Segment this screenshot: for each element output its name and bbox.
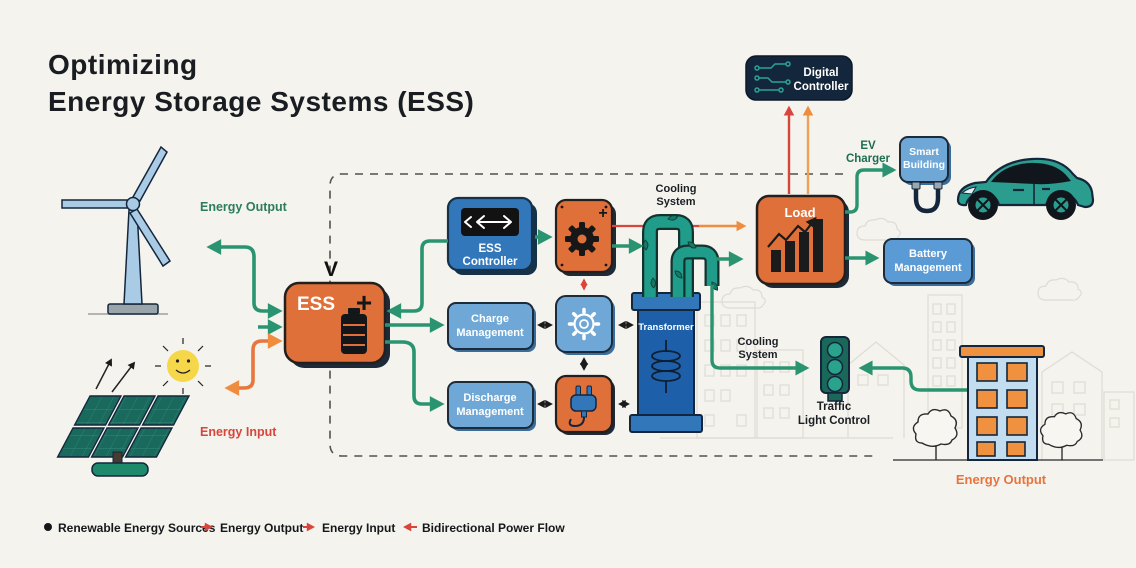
- charge-management-node: Charge Management: [447, 302, 536, 352]
- building-to-traffic-light-arrow: [858, 360, 968, 392]
- ess-to-discharge-arrow: [385, 340, 445, 412]
- electric-car-illustration: [956, 157, 1095, 220]
- discharge-line2: Management: [456, 406, 524, 418]
- control-unit-node: [555, 295, 615, 355]
- solar-to-ess-arrow: [251, 333, 283, 351]
- ess-controller-line2: Controller: [463, 256, 518, 268]
- bidirectional-display-icon: [461, 208, 519, 236]
- digital-controller-node: Digital Controller: [745, 55, 853, 101]
- component-connectors: [385, 220, 747, 412]
- legend-energy-input-label: Energy Input: [322, 521, 395, 535]
- ev-charger-label-line2: Charger: [846, 153, 891, 165]
- legend-bidirectional-label: Bidirectional Power Flow: [422, 521, 565, 535]
- battery-management-node: Battery Management: [883, 238, 975, 286]
- energy-input-to-sun-arrow: [224, 350, 255, 396]
- building-windows: [976, 362, 1028, 457]
- transformer-node: Transformer: [629, 292, 703, 433]
- cooling-system-top-line2: System: [656, 196, 695, 208]
- legend: Renewable Energy Sources Energy Output E…: [44, 521, 565, 535]
- discharge-line1: Discharge: [463, 392, 516, 404]
- smart-building-line1: Smart: [909, 146, 939, 158]
- energy-input-label: Energy Input: [200, 425, 277, 439]
- traffic-light-node: Traffic Light Control: [798, 336, 870, 427]
- ess-controller-line1: ESS: [478, 243, 501, 255]
- cooling-system-lower-line2: System: [738, 349, 777, 361]
- load-label: Load: [784, 205, 815, 220]
- discharge-management-node: Discharge Management: [447, 381, 536, 431]
- battery-management-line1: Battery: [909, 248, 948, 260]
- cooling-system-lower-line1: Cooling: [738, 336, 779, 348]
- car-wheel: [1046, 190, 1076, 220]
- charge-line1: Charge: [471, 313, 509, 325]
- coil-icon: [651, 340, 681, 393]
- traffic-light-line1: Traffic: [817, 401, 852, 413]
- background-skyline: [660, 217, 1135, 461]
- renewable-flows: [206, 239, 283, 396]
- ess-node: V ESS +: [283, 258, 390, 368]
- cooling-to-traffic-light-arrow: [710, 285, 810, 376]
- charge-line2: Management: [456, 327, 524, 339]
- cooling-pipes: [642, 214, 720, 297]
- transformer-label: Transformer: [638, 322, 694, 333]
- solar-panel-illustration: [56, 358, 191, 477]
- gear-outline-icon: [567, 307, 601, 341]
- ev-cable-icon: [911, 181, 943, 214]
- load-to-smart-building-arrow: [845, 162, 897, 214]
- title-line-2: Energy Storage Systems (ESS): [48, 86, 474, 117]
- controller-to-ess-arrow: [386, 239, 448, 319]
- voltage-marker: V: [324, 258, 338, 281]
- gear-unit-plus: +: [598, 205, 607, 222]
- energy-output-to-wind-arrow: [206, 239, 256, 258]
- traffic-light-line2: Light Control: [798, 415, 870, 427]
- plug-unit-node: [554, 374, 615, 435]
- battery-icon: [341, 308, 367, 354]
- smart-building-line2: Building: [903, 159, 945, 171]
- wind-to-ess-arrow: [252, 257, 283, 319]
- battery-management-line2: Management: [894, 262, 962, 274]
- city-building-illustration: Energy Output: [893, 345, 1103, 487]
- ev-charger-label-line1: EV: [860, 140, 876, 152]
- wind-turbine-illustration: [61, 145, 172, 315]
- title: Optimizing Energy Storage Systems (ESS): [48, 49, 474, 117]
- gear-icon: [565, 222, 599, 256]
- reflection-arrow: [95, 358, 112, 390]
- renewable-dot-icon: [44, 523, 52, 531]
- plug-icon: [568, 385, 597, 428]
- legend-energy-output-label: Energy Output: [220, 521, 303, 535]
- digital-controller-line2: Controller: [794, 81, 849, 93]
- gear-unit-node: +: [554, 198, 616, 276]
- bar-chart-icon: [767, 216, 823, 272]
- reflection-arrow: [111, 361, 136, 393]
- legend-renewable-label: Renewable Energy Sources: [58, 521, 216, 535]
- ess-label: ESS: [297, 294, 335, 315]
- energy-output-building-label: Energy Output: [956, 472, 1047, 487]
- title-line-1: Optimizing: [48, 49, 198, 80]
- digital-controller-line1: Digital: [803, 67, 838, 79]
- ess-controller-node: ESS Controller: [446, 196, 537, 275]
- load-node: Load: [755, 194, 849, 288]
- sun-icon: [155, 338, 211, 394]
- smart-building-node: Smart Building: [899, 136, 951, 214]
- leaf-decorations: [643, 215, 719, 291]
- energy-output-wind-label: Energy Output: [200, 200, 288, 214]
- circuit-icon: [754, 61, 791, 93]
- car-wheel: [968, 190, 998, 220]
- turbine-hub: [125, 196, 141, 212]
- cooling-system-top-line1: Cooling: [656, 183, 697, 195]
